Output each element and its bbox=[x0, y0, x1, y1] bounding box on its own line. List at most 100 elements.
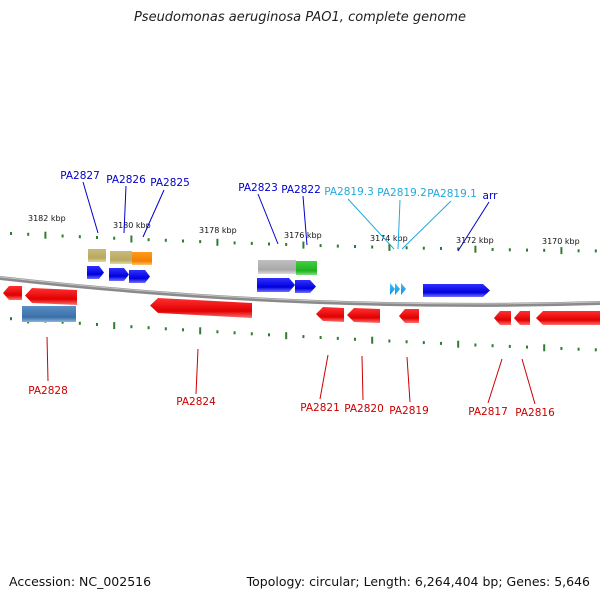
bottom-scale-major-tick bbox=[199, 327, 202, 335]
bottom-scale-minor-tick bbox=[319, 336, 322, 339]
label-PA2824[interactable]: PA2824 bbox=[176, 396, 216, 408]
bottom-scale-major-tick bbox=[113, 322, 116, 330]
label-PA2827[interactable]: PA2827 bbox=[60, 170, 100, 182]
label-PA2820[interactable]: PA2820 bbox=[344, 403, 384, 415]
bottom-scale-minor-tick bbox=[130, 325, 133, 329]
label-PA2826[interactable]: PA2826 bbox=[106, 174, 146, 186]
bottom-scale-minor-tick bbox=[182, 328, 184, 332]
bottom-scale-minor-tick bbox=[78, 321, 81, 325]
top-scale-minor-tick bbox=[405, 246, 408, 250]
top-scale-major-tick bbox=[302, 241, 305, 249]
gene-PA2827-upper[interactable] bbox=[88, 249, 106, 262]
label-PA2819.2[interactable]: PA2819.2 bbox=[377, 187, 427, 199]
top-scale-minor-tick bbox=[27, 232, 30, 236]
top-scale-minor-tick bbox=[78, 235, 81, 239]
gene-PA2820[interactable] bbox=[347, 308, 380, 323]
top-scale-minor-tick bbox=[491, 248, 494, 251]
gene-PA2828-b[interactable] bbox=[25, 288, 77, 305]
scale-labels: 3182 kbp 3180 kbp 3178 kbp 3176 kbp 3174… bbox=[28, 214, 580, 246]
gene-arr[interactable] bbox=[423, 284, 490, 297]
gene-PA2827[interactable] bbox=[87, 266, 104, 279]
gene-PA2819.3[interactable] bbox=[390, 283, 395, 295]
top-scale-minor-tick bbox=[182, 239, 184, 243]
label-PA2816[interactable]: PA2816 bbox=[515, 407, 555, 419]
label-PA2819.3[interactable]: PA2819.3 bbox=[324, 186, 374, 198]
bottom-scale-major-tick bbox=[285, 332, 288, 340]
top-leader-lines bbox=[82, 181, 490, 252]
bottom-scale-major-tick bbox=[371, 336, 374, 344]
label-PA2817[interactable]: PA2817 bbox=[468, 406, 508, 418]
scale-label-3182: 3182 kbp bbox=[28, 214, 66, 223]
label-PA2821[interactable]: PA2821 bbox=[300, 402, 340, 414]
top-scale-minor-tick bbox=[336, 244, 339, 248]
top-scale-major-tick bbox=[388, 243, 391, 251]
gene-PA2819[interactable] bbox=[399, 309, 419, 323]
scale-label-3174: 3174 kbp bbox=[370, 234, 408, 243]
gene-PA2819.2[interactable] bbox=[395, 283, 400, 295]
top-scale-major-tick bbox=[216, 238, 219, 246]
top-scale-minor-tick bbox=[508, 248, 511, 252]
gene-PA2822[interactable] bbox=[295, 280, 316, 293]
top-scale-minor-tick bbox=[164, 238, 167, 242]
label-PA2819.1[interactable]: PA2819.1 bbox=[427, 188, 477, 200]
top-gene-labels: PA2827 PA2826 PA2825 PA2823 PA2822 PA281… bbox=[60, 170, 498, 202]
top-scale-minor-tick bbox=[268, 242, 270, 246]
label-PA2822[interactable]: PA2822 bbox=[281, 184, 321, 196]
genome-summary-text: Topology: circular; Length: 6,264,404 bp… bbox=[246, 574, 590, 589]
top-scale-major-tick bbox=[44, 231, 47, 239]
top-scale-minor-tick bbox=[526, 248, 528, 252]
gene-PA2826-upper[interactable] bbox=[110, 251, 132, 264]
bottom-scale-minor-tick bbox=[147, 326, 150, 330]
gene-PA2825[interactable] bbox=[129, 270, 150, 283]
bottom-scale-minor-tick bbox=[474, 343, 477, 347]
scale-label-3180: 3180 kbp bbox=[113, 221, 151, 230]
top-scale-minor-tick bbox=[147, 238, 150, 242]
label-PA2825[interactable]: PA2825 bbox=[150, 177, 190, 189]
top-scale-minor-tick bbox=[371, 245, 374, 249]
gene-PA2823-upper[interactable] bbox=[258, 260, 296, 274]
top-scale-minor-tick bbox=[577, 249, 580, 253]
label-PA2819[interactable]: PA2819 bbox=[389, 405, 429, 417]
gene-PA2822-upper[interactable] bbox=[296, 261, 317, 275]
bottom-scale-minor-tick bbox=[440, 341, 442, 345]
gene-PA2823[interactable] bbox=[257, 278, 295, 292]
bottom-leader-lines bbox=[46, 336, 536, 405]
bottom-scale-ticks bbox=[10, 316, 597, 352]
top-scale-minor-tick bbox=[10, 232, 12, 235]
label-PA2823[interactable]: PA2823 bbox=[238, 182, 278, 194]
top-scale-minor-tick bbox=[199, 240, 202, 244]
gene-PA2816-a[interactable] bbox=[514, 311, 530, 325]
top-scale-minor-tick bbox=[422, 246, 425, 250]
gene-PA2824[interactable] bbox=[150, 298, 252, 318]
gene-PA2817[interactable] bbox=[494, 311, 511, 325]
top-scale-minor-tick bbox=[457, 247, 460, 251]
top-scale-minor-tick bbox=[594, 249, 597, 253]
top-scale-ticks bbox=[10, 231, 597, 255]
bottom-scale-minor-tick bbox=[302, 335, 305, 339]
bottom-scale-major-tick bbox=[543, 344, 546, 352]
bottom-scale-minor-tick bbox=[526, 345, 528, 349]
top-scale-minor-tick bbox=[354, 245, 356, 248]
top-scale-minor-tick bbox=[440, 247, 442, 250]
gene-PA2821[interactable] bbox=[316, 307, 344, 322]
bottom-scale-minor-tick bbox=[422, 341, 425, 345]
gene-PA2816-b[interactable] bbox=[536, 311, 600, 325]
accession-text: Accession: NC_002516 bbox=[9, 574, 152, 589]
forward-genes bbox=[87, 249, 490, 297]
label-arr[interactable]: arr bbox=[483, 190, 499, 202]
bottom-scale-minor-tick bbox=[61, 320, 64, 324]
top-scale-major-tick bbox=[560, 247, 563, 255]
bottom-gene-labels: PA2828 PA2824 PA2821 PA2820 PA2819 PA281… bbox=[28, 385, 555, 419]
gene-PA2825-upper[interactable] bbox=[132, 252, 152, 265]
gene-PA2826[interactable] bbox=[109, 268, 129, 281]
scale-label-3170: 3170 kbp bbox=[542, 237, 580, 246]
gene-PA2819.1[interactable] bbox=[401, 283, 406, 295]
top-scale-minor-tick bbox=[233, 241, 236, 245]
gene-PA2828-lower[interactable] bbox=[22, 306, 76, 322]
bottom-scale-minor-tick bbox=[577, 347, 580, 351]
label-PA2828[interactable]: PA2828 bbox=[28, 385, 68, 397]
gene-PA2828-a[interactable] bbox=[3, 286, 22, 300]
top-scale-minor-tick bbox=[113, 236, 116, 240]
scale-label-3176: 3176 kbp bbox=[284, 231, 322, 240]
